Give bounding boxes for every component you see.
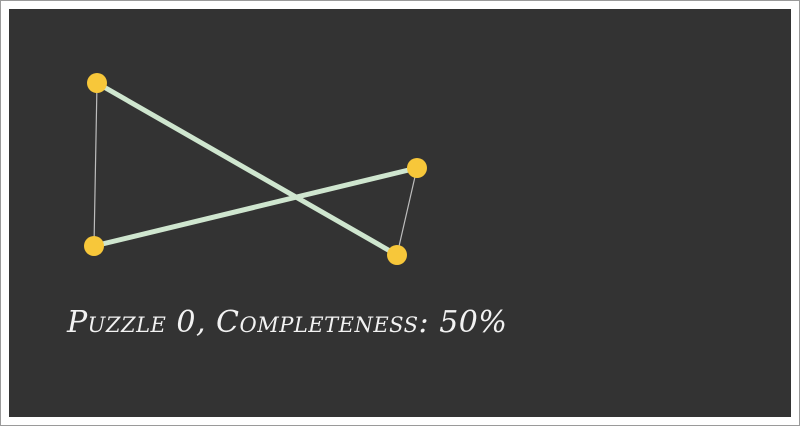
edge-b-d xyxy=(396,167,418,256)
edges-layer xyxy=(91,80,420,258)
node-c[interactable] xyxy=(84,236,104,256)
puzzle-canvas[interactable] xyxy=(9,9,791,417)
node-a[interactable] xyxy=(87,73,107,93)
puzzle-board[interactable]: Puzzle 0, Completeness: 50% xyxy=(9,9,791,417)
nodes-layer xyxy=(84,73,427,265)
node-d[interactable] xyxy=(387,245,407,265)
node-b[interactable] xyxy=(407,158,427,178)
edge-a-d xyxy=(94,80,400,258)
edge-a-c xyxy=(93,82,98,247)
puzzle-status-text: Puzzle 0, Completeness: 50% xyxy=(67,305,508,340)
edge-c-b xyxy=(91,165,420,249)
